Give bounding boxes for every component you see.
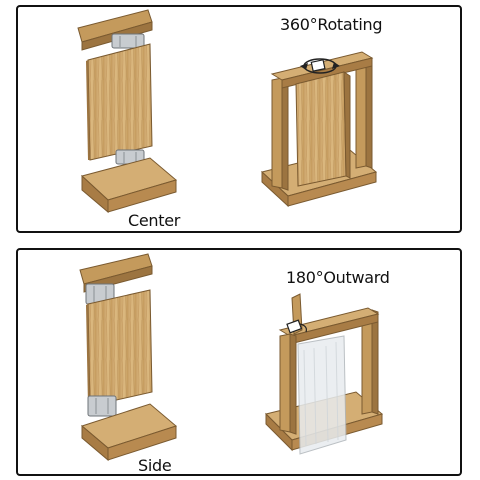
lower-side-hinge <box>87 395 117 417</box>
side-exploded-view <box>79 253 178 462</box>
caption-center: Center <box>128 211 181 230</box>
lower-center-hinge <box>115 149 145 165</box>
side-pivot-icon <box>286 293 307 335</box>
caption-side: Side <box>138 456 172 475</box>
feature-label-rotating: 360°Rotating <box>280 15 383 34</box>
door-panel <box>86 43 153 161</box>
feature-label-outward: 180°Outward <box>286 268 390 287</box>
rotating-assembly <box>260 51 378 208</box>
center-exploded-view <box>77 9 178 214</box>
rotation-arrow-icon <box>300 58 340 74</box>
base-block <box>80 157 178 214</box>
outward-assembly <box>265 293 384 455</box>
upper-side-hinge <box>85 283 115 305</box>
upper-center-hinge <box>111 33 145 49</box>
